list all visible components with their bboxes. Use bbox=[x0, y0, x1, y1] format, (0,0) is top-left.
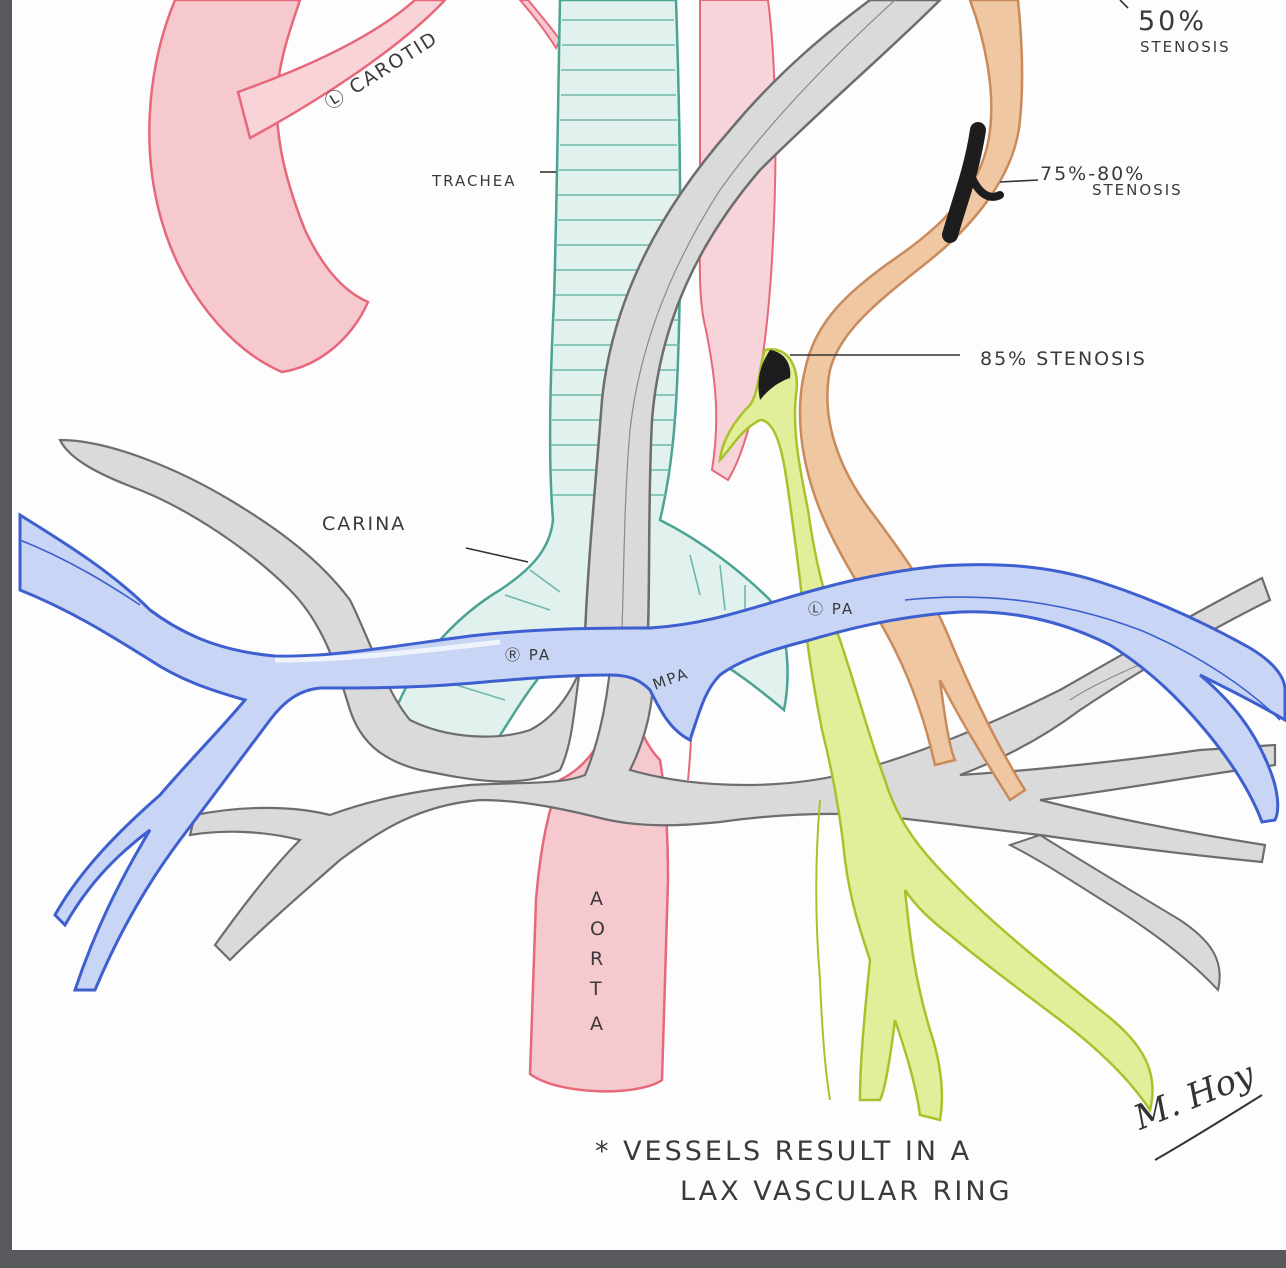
aorta-letter: O bbox=[590, 918, 607, 940]
leader-50-stenosis bbox=[1120, 0, 1128, 8]
right-pa-label: Ⓡ PA bbox=[505, 646, 551, 664]
leader-75-stenosis bbox=[1000, 180, 1038, 182]
carina-label: CARINA bbox=[322, 513, 406, 535]
stenosis-75-word: STENOSIS bbox=[1092, 181, 1183, 199]
footnote-line-2: LAX VASCULAR RING bbox=[680, 1176, 1013, 1207]
stenosis-85-label: 85% STENOSIS bbox=[980, 348, 1147, 370]
leader-carina bbox=[466, 548, 528, 562]
stenosis-50-word: STENOSIS bbox=[1140, 38, 1231, 56]
aorta-letter: T bbox=[589, 978, 604, 1000]
aorta-letter: R bbox=[590, 948, 605, 970]
aorta-letter: A bbox=[590, 1013, 605, 1035]
aorta-letter: A bbox=[590, 888, 605, 910]
stenosis-50-value: 50% bbox=[1138, 6, 1207, 37]
footnote-line-1: * VESSELS RESULT IN A bbox=[595, 1136, 972, 1167]
trachea-label: TRACHEA bbox=[431, 172, 516, 190]
left-pa-label: Ⓛ PA bbox=[808, 600, 854, 618]
